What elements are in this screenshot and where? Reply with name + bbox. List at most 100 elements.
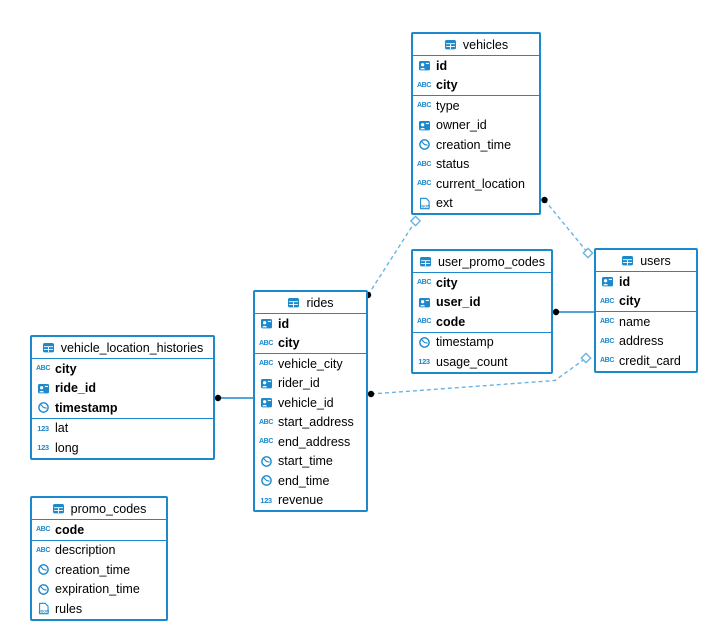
field-name: current_location [436, 176, 525, 191]
number-123-icon: 123 [260, 495, 272, 505]
field-name: id [619, 274, 631, 289]
field-promo_codes-expiration_time[interactable]: expiration_time [32, 580, 166, 600]
field-vehicles-owner_id[interactable]: owner_id [413, 116, 539, 136]
field-user_promo_codes-code[interactable]: ABC code [413, 312, 551, 332]
abc-text-icon: ABC [417, 160, 431, 168]
field-user_promo_codes-timestamp[interactable]: timestamp [413, 333, 551, 353]
table-title: users [640, 253, 671, 268]
abc-text-icon: ABC [36, 546, 50, 554]
relation-line[interactable] [370, 357, 587, 395]
field-name: creation_time [55, 562, 131, 577]
id-badge-icon [417, 59, 431, 72]
field-name: city [619, 294, 641, 309]
field-name: end_time [278, 473, 330, 488]
field-name: code [436, 314, 466, 329]
table-grid-icon [419, 255, 433, 269]
relation-user_promo_codes-to-users[interactable] [552, 308, 594, 316]
field-name: type [436, 98, 460, 113]
abc-text-icon: ABC [417, 279, 431, 287]
abc-text-icon: ABC [259, 360, 273, 368]
field-rides-rider_id[interactable]: rider_id [255, 374, 366, 394]
field-vehicle_location_histories-timestamp[interactable]: timestamp [32, 398, 213, 418]
field-name: timestamp [55, 400, 118, 415]
relation-vehicles-to-users[interactable] [541, 196, 594, 259]
field-rides-id[interactable]: id [255, 314, 366, 334]
field-rides-start_time[interactable]: start_time [255, 452, 366, 472]
field-vehicles-creation_time[interactable]: creation_time [413, 135, 539, 155]
field-promo_codes-creation_time[interactable]: creation_time [32, 560, 166, 580]
relation-line[interactable] [543, 199, 589, 254]
id-badge-icon [259, 317, 273, 330]
field-rides-end_time[interactable]: end_time [255, 471, 366, 491]
field-name: status [436, 157, 470, 172]
field-name: city [55, 361, 77, 376]
relation-vehicle_location_histories-to-rides[interactable] [214, 394, 253, 402]
field-user_promo_codes-user_id[interactable]: user_id [413, 293, 551, 313]
field-vehicles-id[interactable]: id [413, 56, 539, 76]
relation-endpoint-diamond [582, 247, 594, 259]
field-name: end_address [278, 434, 351, 449]
field-name: owner_id [436, 118, 487, 133]
relation-rides-to-users[interactable] [367, 352, 592, 398]
field-vehicle_location_histories-ride_id[interactable]: ride_id [32, 379, 213, 399]
relation-endpoint-dot [214, 394, 222, 402]
field-rides-vehicle_id[interactable]: vehicle_id [255, 393, 366, 413]
table-header[interactable]: vehicles [413, 34, 539, 56]
field-name: vehicle_city [278, 356, 343, 371]
clock-icon [36, 583, 50, 596]
id-badge-icon [259, 377, 273, 390]
table-header[interactable]: user_promo_codes [413, 251, 551, 273]
table-header[interactable]: users [596, 250, 696, 272]
abc-text-icon: ABC [259, 438, 273, 446]
table-header[interactable]: promo_codes [32, 498, 166, 520]
field-name: id [436, 58, 448, 73]
relation-endpoint-dot [552, 308, 560, 316]
abc-text-icon: ABC [417, 81, 431, 89]
json-document-icon: JSON [417, 197, 431, 210]
field-rides-end_address[interactable]: ABC end_address [255, 432, 366, 452]
clock-icon [259, 455, 273, 468]
field-vehicles-status[interactable]: ABC status [413, 155, 539, 175]
relation-line[interactable] [367, 220, 417, 296]
field-name: vehicle_id [278, 395, 334, 410]
field-rides-vehicle_city[interactable]: ABC vehicle_city [255, 354, 366, 374]
table-header[interactable]: vehicle_location_histories [32, 337, 213, 359]
field-name: usage_count [436, 354, 508, 369]
abc-text-icon: ABC [417, 318, 431, 326]
relation-endpoint-diamond [580, 352, 592, 364]
abc-text-icon: ABC [600, 337, 614, 345]
table-header[interactable]: rides [255, 292, 366, 314]
field-users-id[interactable]: id [596, 272, 696, 292]
abc-text-icon: ABC [36, 526, 50, 534]
